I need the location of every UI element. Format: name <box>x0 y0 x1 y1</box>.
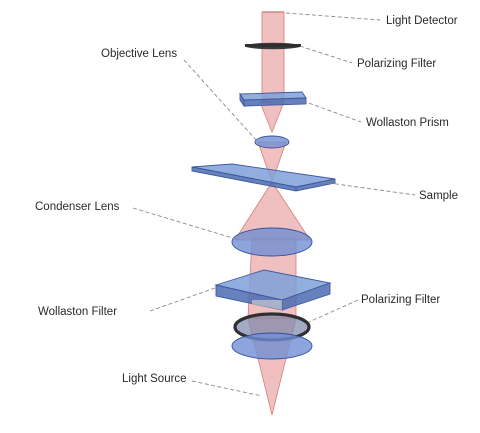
leader-wollaston-prism <box>302 100 362 123</box>
leader-condenser-lens <box>132 207 237 240</box>
label-objective-lens: Objective Lens <box>101 48 177 60</box>
leader-sample <box>321 181 416 196</box>
condenser-lens-icon <box>231 227 313 257</box>
objective-lens-icon <box>254 135 290 149</box>
label-wollaston-filter: Wollaston Filter <box>38 306 117 318</box>
label-light-detector: Light Detector <box>386 15 458 27</box>
leader-light-detector <box>285 12 381 21</box>
light-source-lens-icon <box>231 332 313 360</box>
leader-light-source <box>191 380 263 397</box>
label-condenser-lens: Condenser Lens <box>35 201 120 213</box>
label-wollaston-prism: Wollaston Prism <box>366 117 449 129</box>
label-sample: Sample <box>419 190 458 202</box>
beam-objective-cone <box>259 101 285 134</box>
top-polarizer-icon <box>245 42 301 50</box>
label-light-source: Light Source <box>122 373 187 385</box>
label-polarizing-filter-bottom: Polarizing Filter <box>361 294 440 306</box>
wollaston-filter-icon <box>214 269 332 311</box>
wollaston-prism-icon <box>239 91 307 108</box>
leader-objective-lens <box>183 59 258 142</box>
leader-polarizing-filter-top <box>299 45 353 64</box>
leader-wollaston-filter <box>149 287 216 312</box>
beam-upper-column <box>261 11 285 103</box>
label-polarizing-filter-top: Polarizing Filter <box>357 58 436 70</box>
leader-lines <box>132 12 416 397</box>
leader-polarizing-filter-bottom <box>308 299 359 323</box>
sample-slide-icon <box>191 163 336 192</box>
